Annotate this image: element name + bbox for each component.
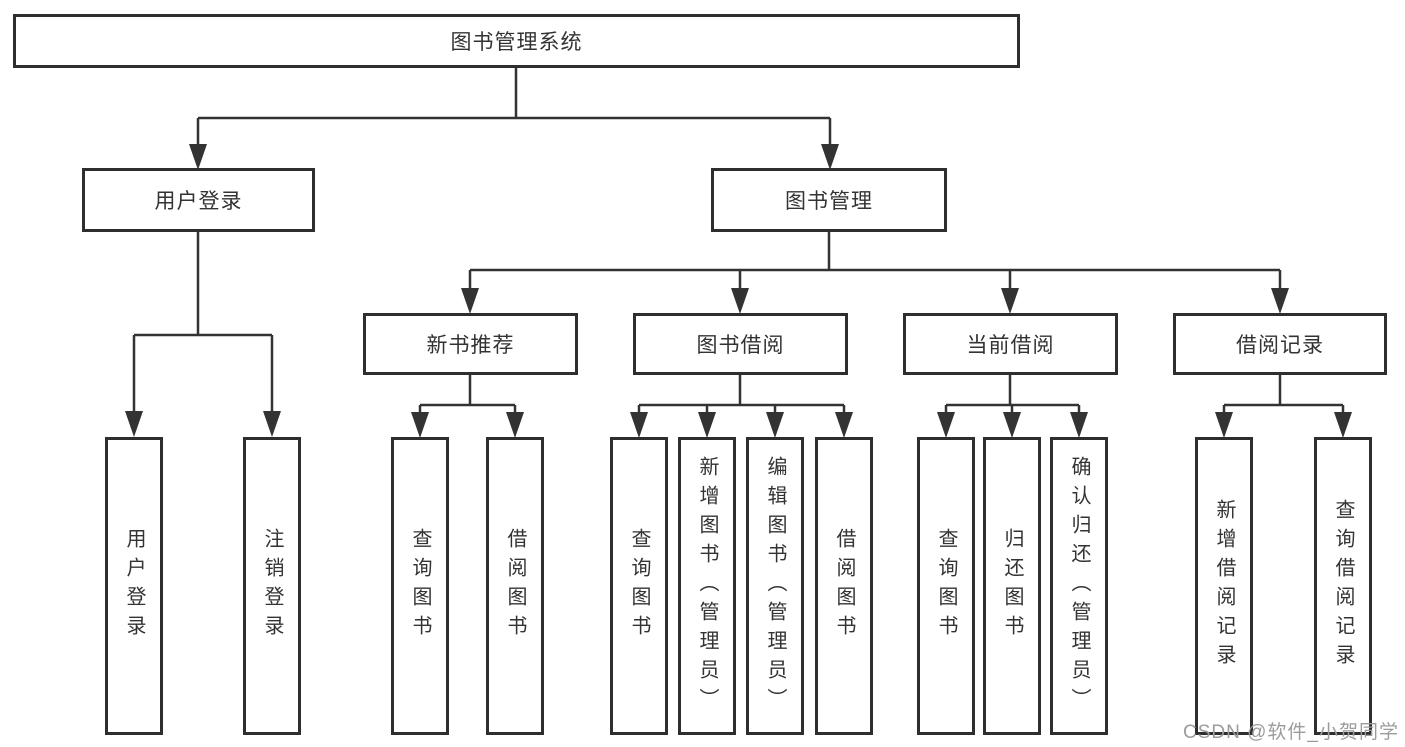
leaf-logout: 注销登录 [243,437,301,735]
leaf-add-book-admin: 新增图书（管理员） [678,437,736,735]
leaf-recommend-query-book: 查询图书 [391,437,449,735]
leaf-recommend-query-book-label: 查询图书 [409,528,431,644]
leaf-add-borrow-record: 新增借阅记录 [1195,437,1253,735]
node-new-book-recommend: 新书推荐 [363,313,578,375]
leaf-user-login-label: 用户登录 [123,528,145,644]
node-book-management-label: 图书管理 [785,190,873,213]
leaf-borrow-query-book-label: 查询图书 [628,528,650,644]
node-library-system: 图书管理系统 [13,14,1020,68]
node-borrow-record: 借阅记录 [1173,313,1387,375]
leaf-query-borrow-record-label: 查询借阅记录 [1332,499,1354,673]
leaf-add-borrow-record-label: 新增借阅记录 [1213,499,1235,673]
leaf-borrow-query-book: 查询图书 [610,437,668,735]
leaf-logout-label: 注销登录 [261,528,283,644]
leaf-user-login: 用户登录 [105,437,163,735]
node-user-login: 用户登录 [82,168,315,232]
node-book-borrow-label: 图书借阅 [696,334,785,357]
leaf-confirm-return-admin: 确认归还（管理员） [1050,437,1108,735]
leaf-recommend-borrow-book-label: 借阅图书 [504,528,526,644]
node-new-book-recommend-label: 新书推荐 [426,334,515,357]
leaf-return-book: 归还图书 [983,437,1041,735]
node-book-management: 图书管理 [711,168,947,232]
leaf-current-query-book: 查询图书 [917,437,975,735]
leaf-return-book-label: 归还图书 [1001,528,1023,644]
leaf-borrow-book: 借阅图书 [815,437,873,735]
node-current-borrow-label: 当前借阅 [966,334,1055,357]
leaf-recommend-borrow-book: 借阅图书 [486,437,544,735]
leaf-edit-book-admin-label: 编辑图书（管理员） [764,455,786,717]
leaf-edit-book-admin: 编辑图书（管理员） [746,437,804,735]
node-borrow-record-label: 借阅记录 [1236,334,1324,357]
node-book-borrow: 图书借阅 [633,313,848,375]
leaf-add-book-admin-label: 新增图书（管理员） [696,455,718,717]
node-library-system-label: 图书管理系统 [450,31,583,54]
leaf-confirm-return-admin-label: 确认归还（管理员） [1068,455,1090,717]
leaf-borrow-book-label: 借阅图书 [833,528,855,644]
node-user-login-label: 用户登录 [154,190,243,213]
leaf-current-query-book-label: 查询图书 [935,528,957,644]
node-current-borrow: 当前借阅 [903,313,1118,375]
leaf-query-borrow-record: 查询借阅记录 [1314,437,1372,735]
